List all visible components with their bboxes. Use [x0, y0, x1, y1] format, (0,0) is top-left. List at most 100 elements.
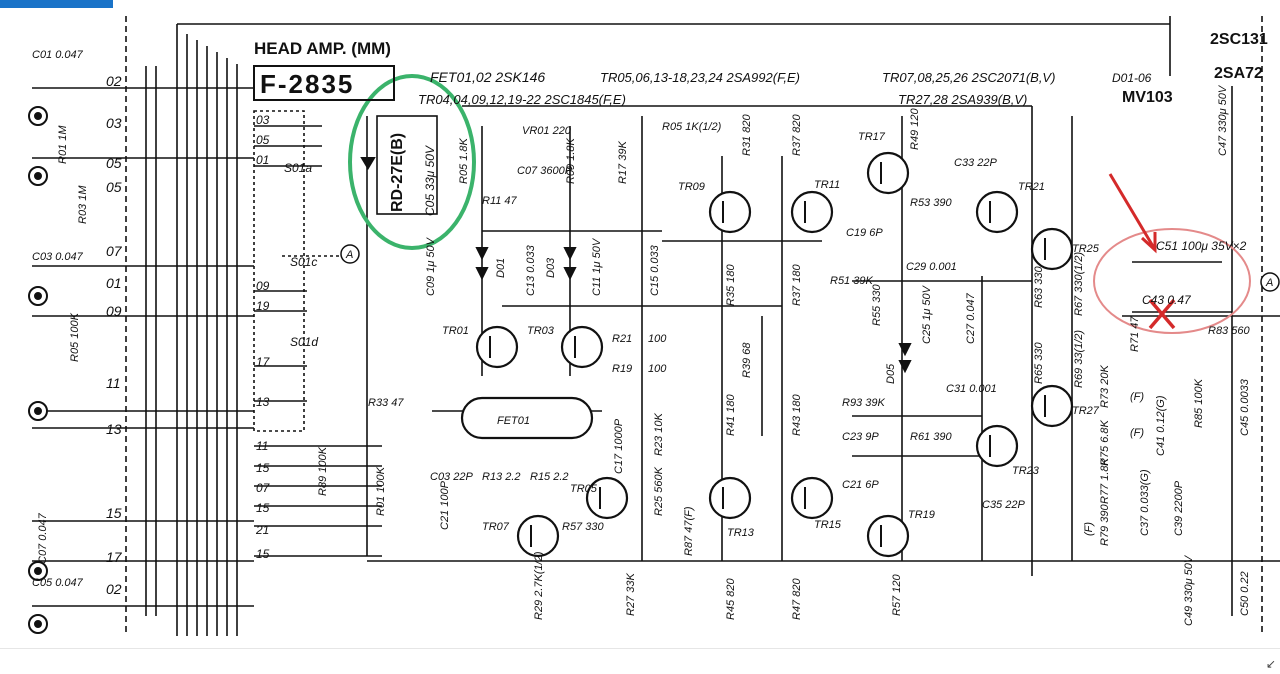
section-title: HEAD AMP. (MM) — [254, 39, 391, 58]
pin-15: 15 — [256, 461, 270, 475]
lbl-r21: R21 — [612, 333, 632, 345]
lbl-r43: R43 180 — [791, 394, 803, 436]
conn-11: 11 — [106, 375, 121, 391]
diode-line: D01-06 — [1112, 71, 1152, 85]
pin-19: 19 — [256, 299, 270, 313]
lbl-r75: R75 6.8K — [1099, 419, 1111, 466]
switch-s01d: S01d — [290, 335, 318, 349]
lbl-r05: R05 100K — [69, 312, 81, 362]
lbl-r63: R63 330 — [1033, 266, 1045, 308]
lbl-r85: R85 100K — [1193, 378, 1205, 428]
lbl-v100a: 100 — [648, 333, 667, 345]
lbl-r27: R27 33K — [625, 573, 637, 616]
pin-17: 17 — [256, 355, 271, 369]
lbl-c35: C35 22P — [982, 499, 1025, 511]
lbl-r73: R73 20K — [1099, 365, 1111, 408]
lbl-r51: R51 39K — [830, 275, 873, 287]
lbl-r47: R47 820 — [791, 578, 803, 620]
red-crossed-cap-label: C43 0.47 — [1142, 293, 1192, 307]
pin-01: 01 — [256, 153, 269, 167]
lbl-r53: R53 390 — [910, 197, 952, 209]
lbl-fet01: FET01 — [497, 415, 530, 427]
lbl-test-point-a2: A — [1265, 277, 1273, 289]
lbl-r05c: R05 1K(1/2) — [662, 121, 722, 133]
conn-02: 02 — [106, 73, 122, 89]
lbl-f3: (F) — [1083, 522, 1095, 536]
pin-03: 03 — [256, 113, 270, 127]
lbl-c05b: C05 0.047 — [32, 577, 84, 589]
conn-07: 07 — [106, 243, 123, 259]
conn-15: 15 — [106, 505, 122, 521]
lbl-r45: R45 820 — [725, 578, 737, 620]
lbl-c23: C23 9P — [842, 431, 879, 443]
pin-21: 21 — [255, 523, 269, 537]
lbl-r57b: R57 120 — [891, 574, 903, 616]
lbl-f1: (F) — [1130, 391, 1144, 403]
lbl-tr27: TR27 — [1072, 405, 1100, 417]
lbl-r35: R35 180 — [725, 264, 737, 306]
lbl-r31: R31 820 — [741, 114, 753, 156]
lbl-c11: C11 1μ 50V — [591, 237, 603, 296]
conn-03: 03 — [106, 115, 122, 131]
lbl-c03b: C03 22P — [430, 471, 473, 483]
lbl-c45: C45 0.0033 — [1239, 378, 1251, 436]
conn-13: 13 — [106, 421, 122, 437]
lbl-c03: C03 0.047 — [32, 251, 84, 263]
lbl-c13: C13 0.033 — [525, 244, 537, 296]
lbl-tr03: TR03 — [527, 325, 555, 337]
lbl-tr17: TR17 — [858, 131, 886, 143]
resize-corner-icon[interactable]: ↙ — [1265, 657, 1276, 671]
pin-11: 11 — [256, 439, 268, 453]
pin-15c: 15 — [256, 547, 270, 561]
lbl-c01: C01 0.047 — [32, 49, 84, 61]
conn-01: 01 — [106, 275, 122, 291]
lbl-r93: R93 39K — [842, 397, 885, 409]
lbl-c49: C49 330μ 50V — [1183, 554, 1195, 626]
lbl-r37b: R37 180 — [791, 264, 803, 306]
lbl-r87: R87 47(F) — [683, 506, 695, 556]
lbl-r15: R15 2.2 — [530, 471, 569, 483]
lbl-tr19: TR19 — [908, 509, 935, 521]
lbl-r39: R39 68 — [741, 342, 753, 378]
lbl-r33: R33 47 — [368, 397, 404, 409]
corner-part-a: 2SC131 — [1210, 31, 1268, 48]
switch-s01a: S01a — [284, 161, 312, 175]
lbl-r05b: R05 1.8K — [458, 137, 470, 184]
lbl-r69: R69 33(1/2) — [1073, 330, 1085, 388]
lbl-d03: D03 — [545, 257, 557, 278]
conn-09: 09 — [106, 303, 122, 319]
lbl-c21b: C21 6P — [842, 479, 879, 491]
lbl-r23: R23 10K — [653, 413, 665, 456]
test-point-a-circle — [340, 244, 360, 264]
lbl-r55: R55 330 — [871, 284, 883, 326]
lbl-tr23: TR23 — [1012, 465, 1040, 477]
lbl-r41: R41 180 — [725, 394, 737, 436]
highlight-cap-label: C05 33μ 50V — [423, 145, 437, 216]
lbl-r83: R83 560 — [1208, 325, 1250, 337]
lbl-r57: R57 330 — [562, 521, 604, 533]
pin-09: 09 — [256, 279, 270, 293]
lbl-c29: C29 0.001 — [906, 261, 957, 273]
schematic-drawing: HEAD AMP. (MM) F-2835 FET01,02 2SK146 TR… — [28, 16, 1280, 636]
red-cross-mark — [1148, 298, 1176, 330]
conn-17: 17 — [106, 549, 123, 565]
tr-line-a: TR04,04,09,12,19-22 2SC1845(F,E) — [418, 92, 626, 107]
lbl-r29: R29 2.7K(1/2) — [533, 551, 545, 620]
lbl-tr25: TR25 — [1072, 243, 1100, 255]
conn-02b: 02 — [106, 581, 122, 597]
lbl-c21: C21 100P — [439, 480, 451, 530]
lbl-r13: R13 2.2 — [482, 471, 521, 483]
lbl-c37: C37 0.033(G) — [1139, 469, 1151, 536]
conn-05b: 05 — [106, 179, 122, 195]
lbl-r71: R71 47 — [1129, 316, 1141, 352]
lbl-c39: C39 2200P — [1173, 480, 1185, 536]
lbl-tr01: TR01 — [442, 325, 469, 337]
lbl-c47: C47 330μ 50V — [1217, 84, 1229, 156]
lbl-f2: (F) — [1130, 427, 1144, 439]
accent-tab[interactable] — [0, 0, 113, 8]
tr-line-b: TR05,06,13-18,23,24 2SA992(F,E) — [600, 70, 800, 85]
lbl-vr01: VR01 220 — [522, 125, 572, 137]
lbl-c27: C27 0.047 — [965, 292, 977, 344]
lbl-c07b: C07 3600P — [517, 165, 573, 177]
